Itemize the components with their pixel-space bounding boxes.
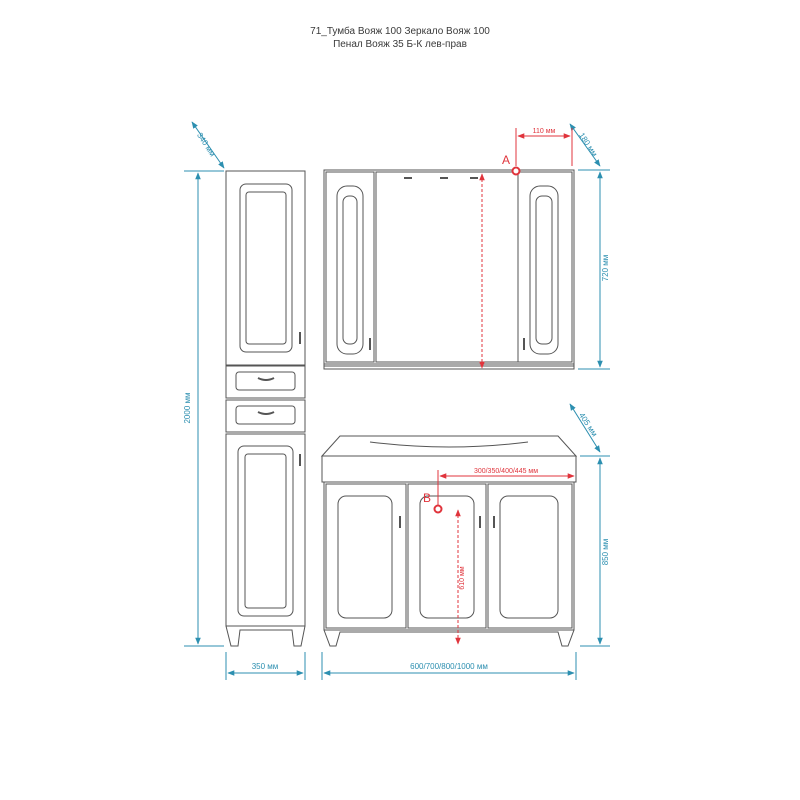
pencil-height-label: 2000 мм xyxy=(183,392,192,423)
point-a-label: A xyxy=(502,153,510,167)
mirror-shelf xyxy=(323,363,575,370)
pencil-drawer-2 xyxy=(225,399,306,433)
pencil-case xyxy=(225,170,306,647)
vanity-sink-bowl xyxy=(369,441,529,448)
vanity-depth-label: 405 мм xyxy=(577,411,599,438)
vanity-door-2 xyxy=(407,483,487,629)
pencil-drawer-2-handle xyxy=(257,411,275,415)
mirror-offset-label: 110 мм xyxy=(533,128,556,135)
mirror-cabinet xyxy=(323,169,575,370)
pencil-lower-panel-inner xyxy=(244,453,287,609)
mirror-depth-line xyxy=(569,123,601,167)
mirror-right-door xyxy=(517,171,573,363)
mirror-height-label: 720 мм xyxy=(601,255,610,282)
point-a-marker xyxy=(511,166,521,176)
pencil-upper-panel-inner xyxy=(245,191,287,345)
pencil-lower-door xyxy=(225,433,306,627)
vanity-legs xyxy=(323,629,575,647)
vanity-door-1 xyxy=(325,483,407,629)
pencil-drawer-1-handle xyxy=(257,377,275,381)
vanity-inner-height-label: 610 мм xyxy=(459,566,466,589)
title-line-1: 71_Тумба Вояж 100 Зеркало Вояж 100 xyxy=(310,26,490,37)
pencil-legs xyxy=(225,625,306,647)
pencil-upper-door xyxy=(225,170,306,366)
vanity-width-label: 600/700/800/1000 мм xyxy=(410,662,488,671)
pencil-lower-panel-outer xyxy=(237,445,294,617)
pencil-upper-panel-outer xyxy=(239,183,293,353)
mirror-left-panel-inner xyxy=(342,195,358,345)
mirror-left-door xyxy=(325,171,375,363)
pencil-width-label: 350 мм xyxy=(252,662,279,671)
vanity xyxy=(320,435,578,647)
mirror-glass xyxy=(375,171,519,363)
vanity-door-3 xyxy=(487,483,573,629)
mirror-right-panel-outer xyxy=(529,185,559,355)
pencil-drawer-1-panel xyxy=(235,371,296,391)
vanity-offset-label: 300/350/400/445 мм xyxy=(474,468,538,475)
mirror-frame xyxy=(323,169,575,367)
vanity-depth-line xyxy=(569,403,601,453)
vanity-door-1-panel xyxy=(337,495,393,619)
vanity-sink-top xyxy=(320,435,578,457)
title-line-2: Пенал Вояж 35 Б-К лев-прав xyxy=(333,39,467,50)
pencil-depth-label: 340 мм xyxy=(195,131,217,158)
pencil-drawer-1 xyxy=(225,365,306,399)
dimension-lines xyxy=(184,121,610,680)
vanity-height-label: 850 мм xyxy=(601,539,610,566)
point-b-label: B xyxy=(423,491,431,505)
pencil-drawer-2-panel xyxy=(235,405,296,425)
reference-lines xyxy=(437,128,575,645)
mirror-left-panel-outer xyxy=(336,185,364,355)
vanity-door-2-panel xyxy=(419,495,475,619)
vanity-body xyxy=(323,481,575,631)
pencil-depth-line xyxy=(191,121,225,169)
mirror-right-panel-inner xyxy=(535,195,553,345)
point-b-marker xyxy=(433,504,443,514)
vanity-door-3-panel xyxy=(499,495,559,619)
mirror-depth-label: 180 мм xyxy=(577,131,599,158)
